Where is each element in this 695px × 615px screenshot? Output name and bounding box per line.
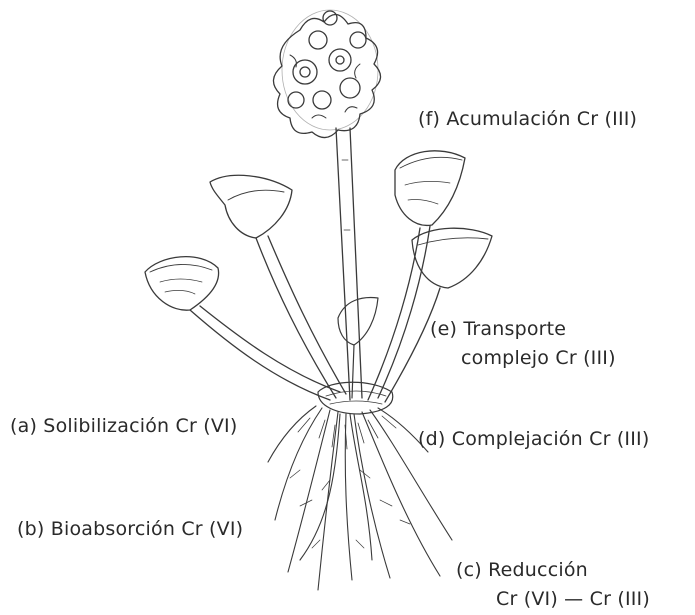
label-complejacion: (d) Complejación Cr (III) (418, 428, 649, 450)
label-transporte-line2: complejo Cr (III) (461, 347, 616, 369)
label-reduccion: (c) Reducción (456, 559, 588, 581)
leaf-right-upper (368, 151, 465, 400)
label-acumulacion: (f) Acumulación Cr (III) (418, 108, 637, 130)
flower-spike (273, 10, 380, 138)
label-reduccion-line2: Cr (VI) — Cr (III) (496, 588, 650, 610)
leaf-upper-left (210, 175, 346, 398)
label-solibilizacion: (a) Solibilización Cr (VI) (10, 415, 237, 437)
label-bioabsorcion: (b) Bioabsorción Cr (VI) (17, 518, 243, 540)
flower-stalk (336, 128, 362, 400)
leaf-right-lower (385, 228, 492, 402)
label-transporte: (e) Transporte (430, 318, 566, 340)
